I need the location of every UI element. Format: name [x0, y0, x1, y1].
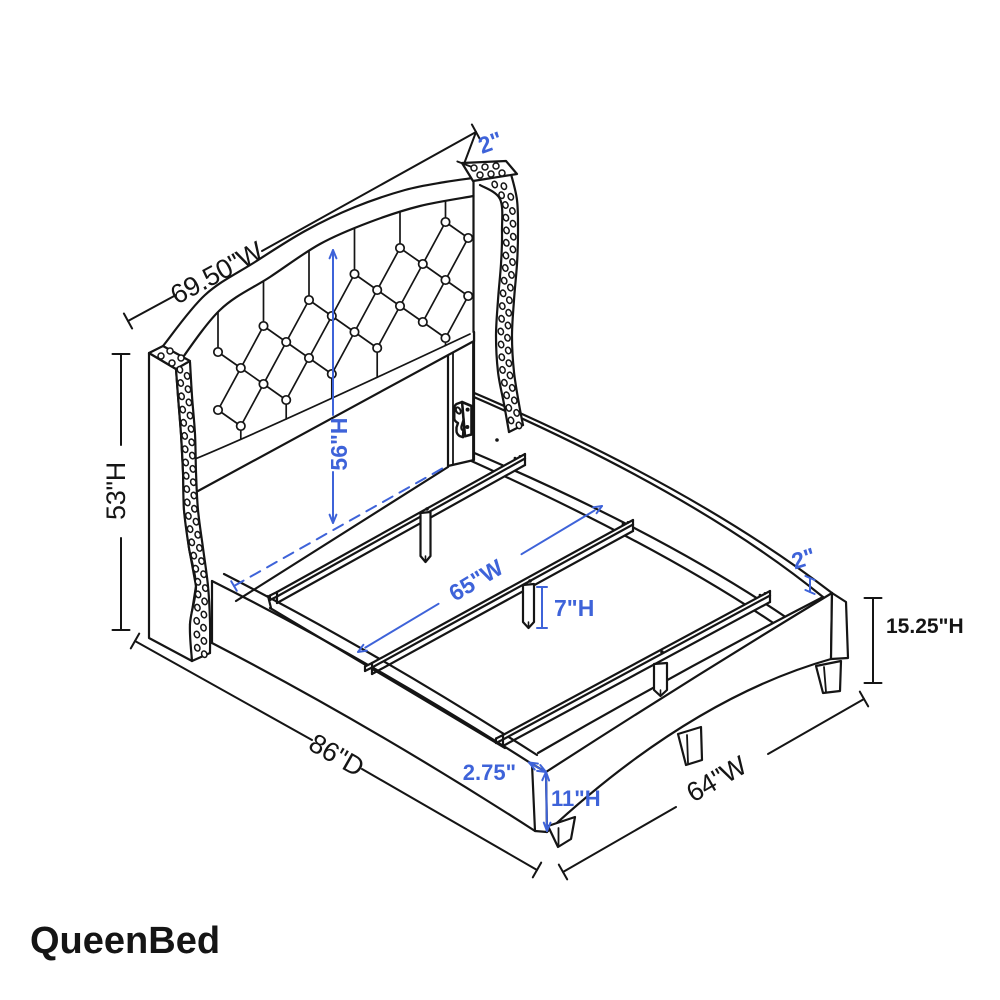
svg-text:53"H: 53"H — [101, 462, 131, 520]
svg-text:7"H: 7"H — [554, 595, 594, 621]
svg-text:11"H: 11"H — [551, 786, 601, 811]
svg-text:QueenBed: QueenBed — [30, 920, 220, 962]
svg-text:2.75": 2.75" — [463, 760, 516, 785]
svg-text:56"H: 56"H — [326, 417, 352, 470]
svg-text:15.25"H: 15.25"H — [886, 615, 964, 638]
